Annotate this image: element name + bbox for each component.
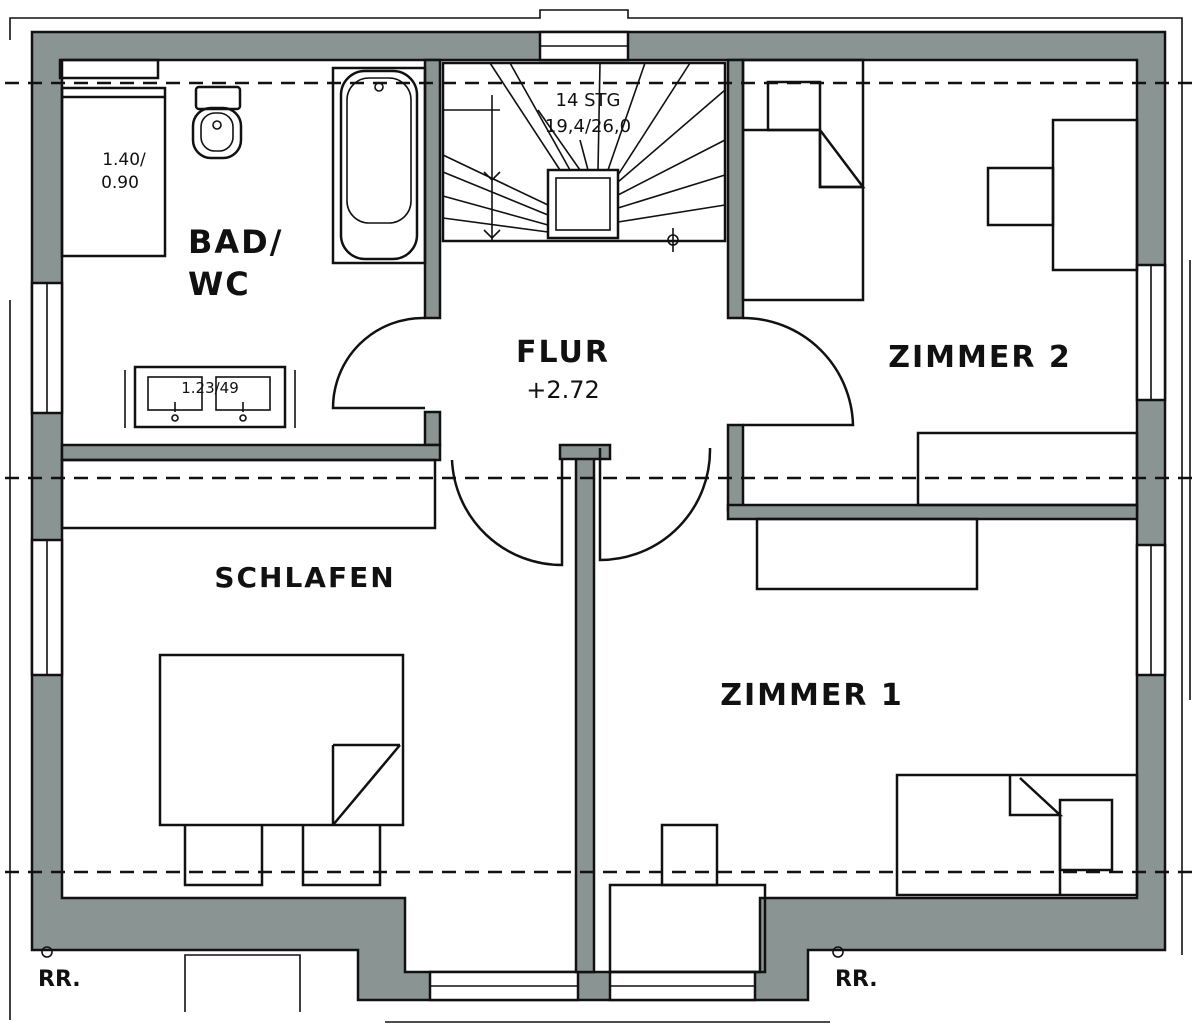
wall-schlafen-zimmer1 <box>574 448 596 974</box>
wall-bad-stair <box>423 58 442 320</box>
desk-zimmer2 <box>1051 118 1139 272</box>
shelf <box>58 58 160 80</box>
stair-outline <box>441 61 727 243</box>
stair-steps-label: 14 STG <box>556 90 621 111</box>
shower-dimension-2: 0.90 <box>101 173 139 193</box>
bed-zimmer1 <box>895 773 1139 897</box>
desk-zimmer1 <box>608 883 767 974</box>
toilet <box>191 85 243 160</box>
wall-zimmer2-zimmer1 <box>726 503 1139 521</box>
schlafen-furniture <box>60 458 437 887</box>
door-zimmer2 <box>742 316 855 427</box>
pillow-zimmer2 <box>766 80 822 132</box>
room-label-flur: FLUR <box>516 335 610 370</box>
sink-dimension: 1.23/49 <box>181 379 239 397</box>
chair-zimmer2 <box>986 166 1055 227</box>
wardrobe-zimmer1 <box>755 517 979 591</box>
doors <box>331 316 855 567</box>
zimmer1-furniture <box>608 517 1139 974</box>
room-label-zimmer2: ZIMMER 2 <box>888 340 1072 375</box>
bed-zimmer2 <box>741 58 865 302</box>
downpipe-right-icon <box>832 946 844 958</box>
wall-bad-flur <box>423 410 442 447</box>
room-label-wc: WC <box>188 265 251 303</box>
double-sink: 1.23/49 <box>124 365 296 429</box>
room-labels: BAD/ WC FLUR +2.72 ZIMMER 2 SCHLAFEN ZIM… <box>188 223 1072 713</box>
windows <box>30 30 1167 1002</box>
flur-level: +2.72 <box>526 376 600 404</box>
wall-bad-schlafen <box>60 443 442 462</box>
wall-stair-zimmer2 <box>726 58 745 320</box>
outer-outline <box>9 9 1183 955</box>
room-label-bad: BAD/ <box>188 223 283 261</box>
shower-tray <box>60 86 167 258</box>
staircase: 14 STG 19,4/26,0 <box>441 61 727 252</box>
pillow-zimmer1 <box>1058 798 1114 872</box>
shower-dimension-1: 1.40/ <box>102 150 146 170</box>
wall-flur-stub <box>558 443 612 461</box>
stair-ratio-label: 19,4/26,0 <box>545 116 631 137</box>
downpipe-left-icon <box>41 946 53 958</box>
stair-eye-outer <box>546 168 620 240</box>
bathtub <box>331 66 427 265</box>
bathroom-fixtures: 1.40/ 0.90 1.23/49 <box>58 58 427 429</box>
room-label-schlafen: SCHLAFEN <box>214 561 395 594</box>
chair-zimmer1 <box>660 823 719 887</box>
stair-eye-inner <box>555 177 611 231</box>
door-bad <box>331 316 426 410</box>
door-zimmer1 <box>598 447 712 562</box>
wardrobe-schlafen <box>60 458 437 530</box>
stair-treads <box>442 62 726 233</box>
wall-flur-zimmer2 <box>726 423 745 512</box>
zimmer2-furniture <box>741 58 1139 507</box>
downpipe-right-label: RR. <box>835 967 878 992</box>
door-schlafen <box>450 459 564 567</box>
exterior-box <box>184 954 301 1012</box>
room-label-zimmer1: ZIMMER 1 <box>720 678 904 713</box>
wardrobe-zimmer2 <box>916 431 1139 507</box>
bed-schlafen <box>158 653 405 827</box>
downpipe-left-label: RR. <box>38 967 81 992</box>
downpipes: RR. RR. <box>38 946 878 992</box>
roof-slope-lines <box>5 81 1195 874</box>
